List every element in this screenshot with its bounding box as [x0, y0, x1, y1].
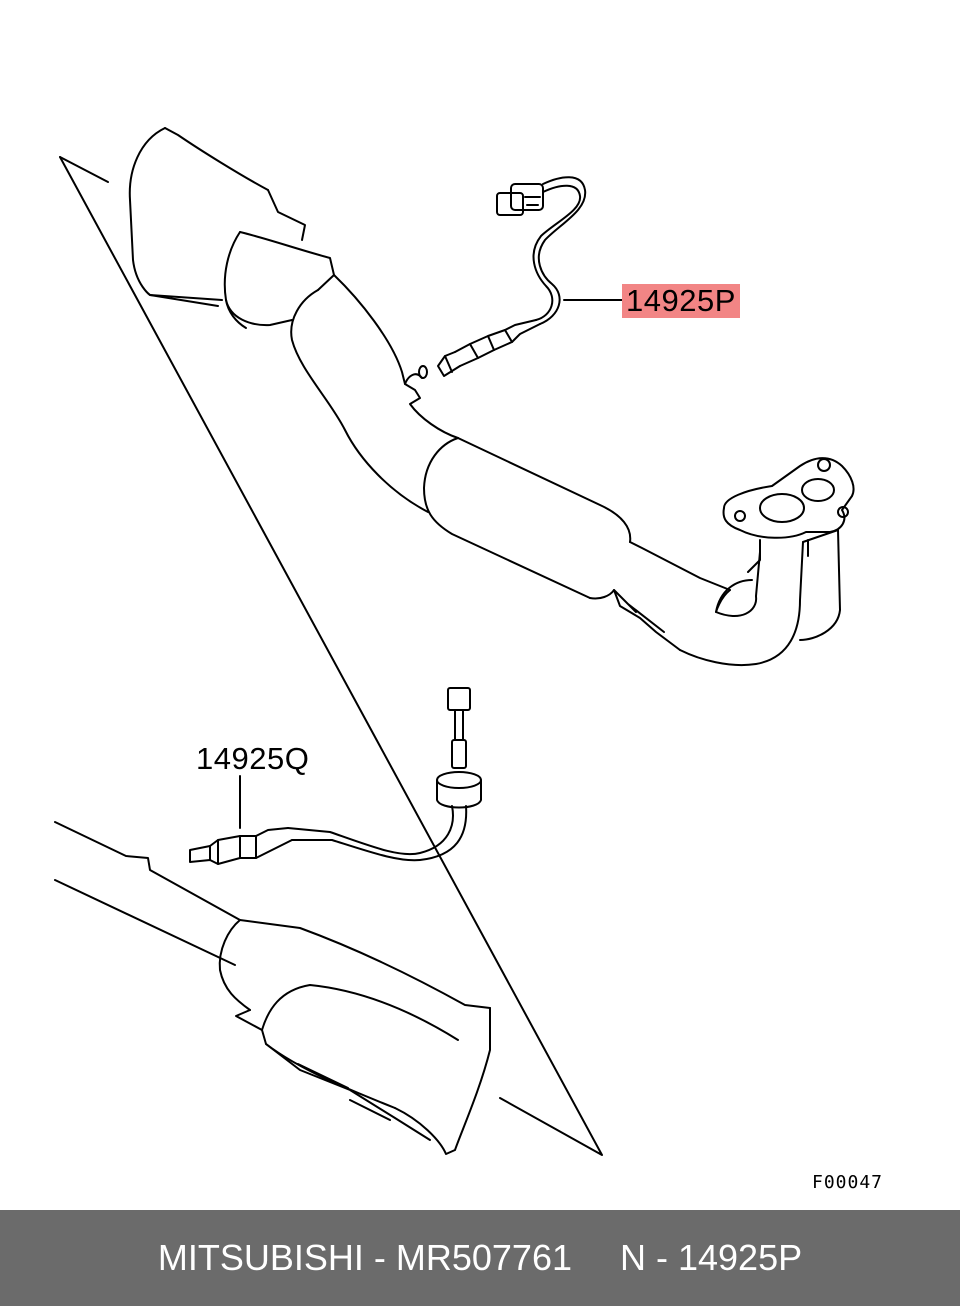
front-exhaust-pipe	[128, 127, 855, 666]
oxygen-sensor-front	[418, 176, 587, 379]
callout-label-14925P: 14925P	[622, 284, 740, 318]
figure-code: F00047	[812, 1172, 884, 1193]
rear-exhaust-section	[54, 821, 491, 1155]
footer-bar: MITSUBISHI - MR507761 N - 14925P	[0, 1210, 960, 1306]
floor-outline	[59, 156, 603, 1156]
footer-reference-number: N - 14925P	[620, 1237, 803, 1278]
callout-label-14925Q: 14925Q	[196, 741, 310, 776]
oxygen-sensor-rear	[189, 687, 482, 865]
footer-brand-part-number: MITSUBISHI - MR507761	[157, 1237, 572, 1278]
exhaust-oxygen-sensor-diagram	[54, 127, 855, 1156]
